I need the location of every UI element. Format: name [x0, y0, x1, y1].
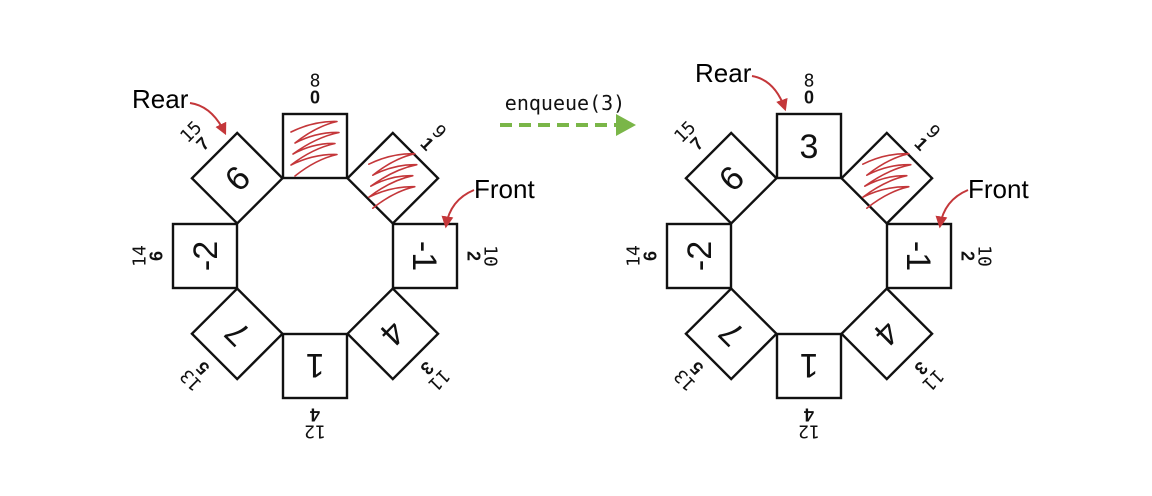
- slot-index: 3: [910, 357, 931, 378]
- slot-index: 5: [686, 357, 707, 378]
- cell-box: [171, 222, 239, 290]
- cell-value: 3: [800, 128, 819, 166]
- queue-cell: -2 146: [130, 222, 239, 290]
- cell-value: 1: [306, 346, 325, 384]
- slot-index: 6: [641, 251, 661, 261]
- rear-pointer-arrow: [189, 102, 227, 136]
- cell-index-labels: 157: [670, 117, 707, 154]
- cell-value: -2: [187, 241, 225, 271]
- front-label: Front: [968, 174, 1029, 204]
- slot-index: 1: [416, 133, 437, 154]
- rear-label: Rear: [695, 58, 752, 88]
- rear-pointer-arrow: [751, 75, 788, 112]
- slot-index: 1: [910, 133, 931, 154]
- empty-slot-scribble: [367, 152, 418, 209]
- slot-index: 3: [416, 357, 437, 378]
- empty-slot-scribble: [861, 152, 912, 209]
- cell-box: [190, 131, 285, 226]
- cell-index-labels: 102: [464, 245, 501, 267]
- slot-index: 7: [192, 133, 213, 154]
- cell-index-labels: 157: [176, 117, 213, 154]
- physical-index: 14: [624, 245, 645, 267]
- cell-box: [775, 332, 843, 400]
- cell-index-labels: 124: [304, 405, 326, 442]
- cell-box: [684, 131, 779, 226]
- cell-value: -1: [405, 241, 443, 271]
- cell-index-labels: 146: [624, 245, 661, 267]
- cell-box: [839, 286, 934, 381]
- queue-cell: 1 124: [281, 332, 349, 442]
- slot-index: 2: [958, 251, 978, 261]
- rear-label: Rear: [132, 84, 189, 114]
- queue-cell: -1 102: [885, 222, 995, 290]
- physical-index: 8: [310, 71, 321, 92]
- queue-cell: 3 80: [775, 71, 843, 180]
- cell-box: [665, 222, 733, 290]
- cell-index-labels: 80: [310, 71, 321, 108]
- cell-box: [281, 332, 349, 400]
- physical-index: 10: [974, 245, 995, 267]
- cell-value: 1: [800, 346, 819, 384]
- cell-index-labels: 102: [958, 245, 995, 267]
- cell-index-labels: 146: [130, 245, 167, 267]
- physical-index: 8: [804, 71, 815, 92]
- slot-index: 0: [804, 88, 814, 108]
- cell-index-labels: 113: [416, 357, 453, 394]
- cell-value: -1: [899, 241, 937, 271]
- cell-index-labels: 135: [176, 357, 213, 394]
- operation-arrow: [500, 114, 636, 136]
- cell-index-labels: 135: [670, 357, 707, 394]
- operation-label: enqueue(3): [505, 91, 625, 115]
- queue-cell: 1 124: [775, 332, 843, 442]
- cell-index-labels: 91: [910, 121, 944, 155]
- front-label: Front: [474, 174, 535, 204]
- empty-slot-scribble: [290, 120, 340, 177]
- physical-index: 12: [304, 421, 326, 442]
- cell-box: [684, 286, 779, 381]
- cell-index-labels: 124: [798, 405, 820, 442]
- cell-box: [345, 286, 440, 381]
- front-pointer-arrow: [441, 189, 475, 229]
- slot-index: 2: [464, 251, 484, 261]
- queue-cell: -2 146: [624, 222, 733, 290]
- physical-index: 10: [480, 245, 501, 267]
- queue-cell: 80: [281, 71, 349, 180]
- physical-index: 14: [130, 245, 151, 267]
- queue-cell: 91: [345, 121, 450, 226]
- cell-box: [190, 286, 285, 381]
- slot-index: 0: [310, 88, 320, 108]
- slot-index: 4: [804, 405, 814, 425]
- physical-index: 12: [798, 421, 820, 442]
- queue-cell: 91: [839, 121, 944, 226]
- queue-cell: -1 102: [391, 222, 501, 290]
- cell-box: [885, 222, 953, 290]
- slot-index: 7: [686, 133, 707, 154]
- slot-index: 4: [310, 405, 320, 425]
- slot-index: 6: [147, 251, 167, 261]
- cell-index-labels: 113: [910, 357, 947, 394]
- cell-index-labels: 91: [416, 121, 450, 155]
- cell-value: -2: [681, 241, 719, 271]
- slot-index: 5: [192, 357, 213, 378]
- cell-box: [391, 222, 459, 290]
- cell-index-labels: 80: [804, 71, 815, 108]
- front-pointer-arrow: [935, 189, 969, 229]
- cell-box: [775, 112, 843, 180]
